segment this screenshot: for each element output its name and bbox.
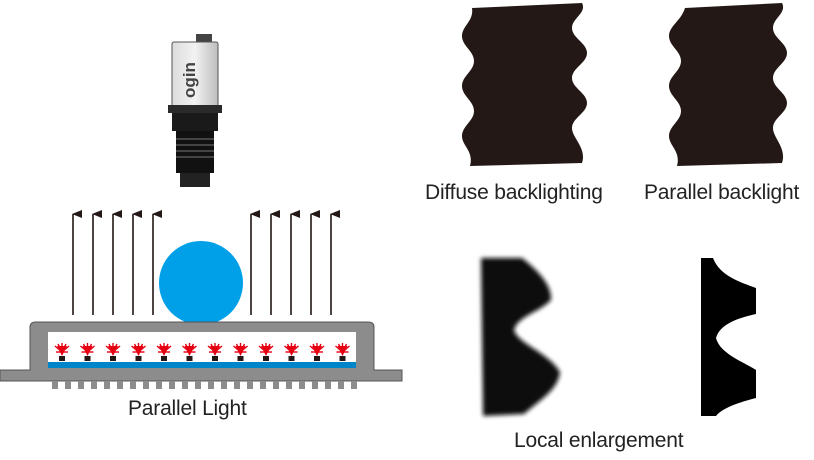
camera-logo: ogin (180, 62, 199, 98)
heat-sink-fin (143, 381, 149, 389)
heat-sink-fin (208, 381, 214, 389)
heat-sink-fin (234, 381, 240, 389)
heat-sink-fin (104, 381, 110, 389)
label-local-enlargement: Local enlargement (514, 429, 684, 452)
light-rays-right (250, 210, 340, 315)
heat-sink-fin (78, 381, 84, 389)
light-rays-left (72, 210, 162, 315)
led-emitter (335, 343, 350, 361)
led-emitter (258, 343, 274, 361)
heat-sink-fins (52, 381, 357, 389)
heat-sink-fin (325, 381, 331, 389)
heat-sink-fin (260, 381, 266, 389)
industrial-camera: ogin (168, 34, 222, 187)
heat-sink-fin (351, 381, 357, 389)
heat-sink-fin (169, 381, 175, 389)
heat-sink-fin (156, 381, 162, 389)
heat-sink-fin (195, 381, 201, 389)
heat-sink-fin (273, 381, 279, 389)
led-emitter (309, 343, 325, 361)
led-emitter (284, 343, 299, 361)
heat-sink-fin (338, 381, 344, 389)
led-emitter (233, 343, 248, 361)
led-emitter (105, 343, 121, 361)
parallel-silhouette (669, 3, 787, 166)
label-parallel-light: Parallel Light (128, 397, 247, 420)
led-emitter (207, 343, 223, 361)
label-parallel-backlight: Parallel backlight (644, 181, 800, 204)
heat-sink-fin (286, 381, 292, 389)
led-emitter (156, 343, 172, 361)
heat-sink-fin (52, 381, 58, 389)
heat-sink-fin (65, 381, 71, 389)
label-diffuse-backlighting: Diffuse backlighting (425, 181, 603, 204)
led-emitter (80, 343, 95, 361)
enlargement-parallel (701, 258, 756, 416)
led-array (54, 343, 350, 361)
heat-sink-fin (312, 381, 318, 389)
heat-sink-fin (182, 381, 188, 389)
ball-object (159, 241, 243, 325)
heat-sink-fin (91, 381, 97, 389)
enlargement-diffuse (481, 258, 560, 416)
heat-sink-fin (221, 381, 227, 389)
heat-sink-fin (117, 381, 123, 389)
diffuse-silhouette (462, 3, 587, 166)
diffuser-plate (48, 362, 356, 368)
led-emitter (131, 343, 146, 361)
heat-sink-fin (247, 381, 253, 389)
led-emitter (54, 343, 70, 361)
heat-sink-fin (299, 381, 305, 389)
heat-sink-fin (130, 381, 136, 389)
light-source-housing (0, 321, 403, 389)
led-emitter (182, 343, 197, 361)
